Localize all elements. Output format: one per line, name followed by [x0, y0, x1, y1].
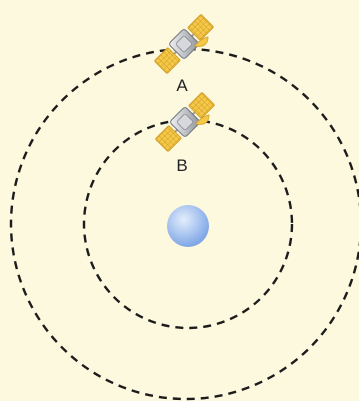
planet-icon	[167, 205, 209, 247]
satellite-b-label: B	[176, 156, 187, 175]
satellite-a-label: A	[176, 76, 188, 95]
satellite-a-icon	[153, 13, 218, 78]
